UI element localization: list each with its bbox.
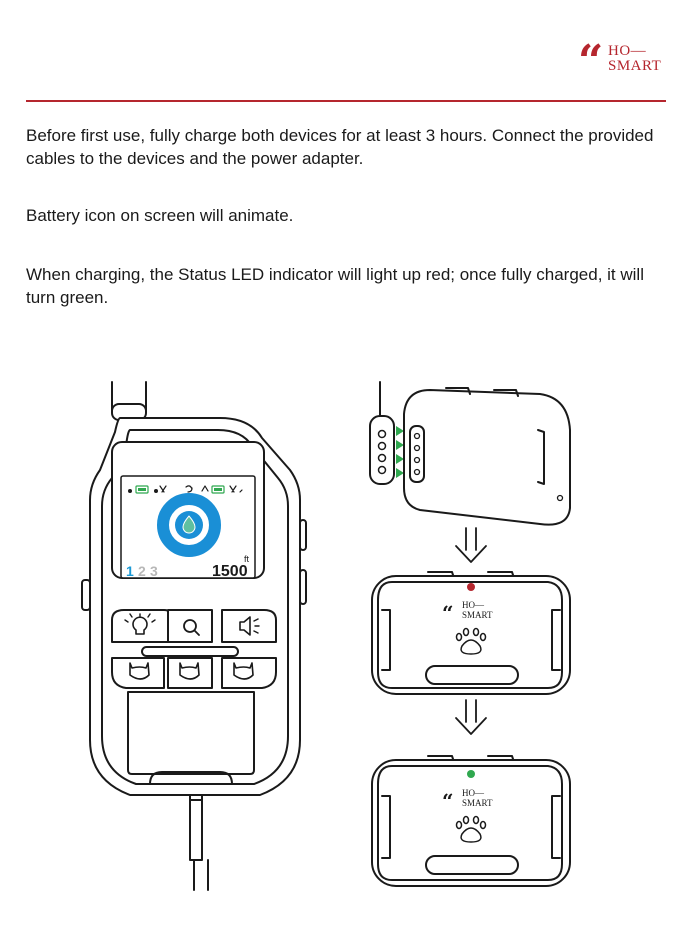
contact-arrows	[396, 426, 404, 478]
brand-logo: “ HO— SMART	[578, 40, 674, 84]
remote-transmitter: 1 2 3 ft 1500	[81, 381, 307, 891]
down-arrow-icon	[455, 527, 487, 563]
collar-receiver-side	[369, 381, 571, 526]
collar-receiver-charging: “ HO— SMART	[371, 571, 571, 695]
channel-2: 2	[138, 563, 146, 579]
logo-line-2: SMART	[608, 58, 662, 74]
collar-receiver-charged: “ HO— SMART	[371, 755, 571, 887]
svg-text:HO—: HO—	[462, 600, 485, 610]
channel-3: 3	[150, 563, 158, 579]
status-led-green	[467, 770, 475, 778]
svg-text:HO—: HO—	[462, 788, 485, 798]
range-ring	[157, 493, 221, 557]
svg-text:SMART: SMART	[462, 610, 493, 620]
paw-icon	[455, 815, 487, 843]
svg-text:“: “	[442, 601, 454, 625]
svg-text:“: “	[442, 789, 454, 813]
header-divider	[26, 100, 666, 102]
paw-icon	[455, 627, 487, 655]
down-arrow-icon	[455, 699, 487, 735]
charging-illustration: 1 2 3 ft 1500	[81, 381, 571, 891]
channel-1: 1	[126, 563, 134, 579]
lightbulb-icon	[124, 613, 156, 635]
status-led-red	[467, 583, 475, 591]
instruction-charge: Before first use, fully charge both devi…	[26, 126, 654, 168]
logo-quote-mark: “	[578, 36, 604, 87]
svg-text:SMART: SMART	[462, 798, 493, 808]
speaker-icon	[239, 616, 260, 636]
distance-unit: ft	[244, 554, 250, 564]
instruction-led: When charging, the Status LED indicator …	[26, 265, 644, 307]
instruction-battery-icon: Battery icon on screen will animate.	[26, 206, 294, 225]
distance-value: 1500	[212, 563, 248, 580]
dog-face-icon	[129, 662, 254, 680]
search-icon	[183, 619, 200, 636]
logo-line-1: HO—	[608, 43, 647, 59]
